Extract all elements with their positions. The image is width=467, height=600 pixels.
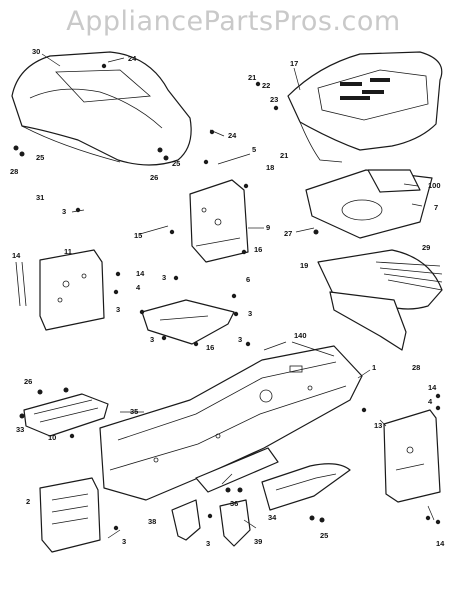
callout-26-left: 26 (24, 377, 32, 386)
lower-panel-part-2 (39, 477, 101, 553)
callout-34: 34 (268, 513, 277, 522)
callout-5-top: 5 (252, 145, 256, 154)
callout-3-lower: 3 (150, 335, 154, 344)
bracket-part-38 (171, 499, 251, 547)
callout-140: 140 (294, 331, 307, 340)
callout-1: 1 (372, 363, 376, 372)
side-panel-part-11 (15, 249, 105, 331)
callout-17: 17 (290, 59, 298, 68)
callout-27: 27 (284, 229, 292, 238)
callout-16-upper: 16 (254, 245, 262, 254)
step-plate-part-33 (23, 393, 109, 437)
callout-35-upper: 35 (130, 407, 138, 416)
callout-23: 23 (270, 95, 278, 104)
callout-11: 11 (64, 247, 72, 256)
callout-4-right: 4 (428, 397, 433, 406)
dash-panel-part-7 (305, 169, 433, 239)
watermark: AppliancePartsPros.com (66, 6, 401, 37)
callout-10: 10 (48, 433, 56, 442)
leader-lines (41, 53, 435, 539)
callout-4-mid: 4 (136, 283, 141, 292)
callout-21-mid: 21 (280, 151, 288, 160)
callout-25-left: 25 (36, 153, 44, 162)
grille-part-29 (317, 249, 443, 351)
rear-fender-part-30 (11, 51, 192, 166)
callout-9: 9 (266, 223, 270, 232)
callout-31: 31 (36, 193, 44, 202)
callout-24-right: 24 (228, 131, 237, 140)
side-panel-part-13 (383, 409, 441, 503)
callout-26-top: 26 (150, 173, 158, 182)
callout-21-top: 21 (248, 73, 256, 82)
callout-28-right: 28 (412, 363, 420, 372)
plate-part-5 (141, 299, 235, 345)
callout-29: 29 (422, 243, 430, 252)
callout-25-bottom: 25 (320, 531, 328, 540)
callout-3-left: 3 (116, 305, 120, 314)
callout-14-right: 14 (428, 383, 437, 392)
callout-15: 15 (134, 231, 142, 240)
callout-3-right: 3 (248, 309, 252, 318)
hardware-fasteners (13, 63, 441, 531)
callout-24-top: 24 (128, 54, 137, 63)
callout-19: 19 (300, 261, 308, 270)
callout-3-bottom-left: 3 (122, 537, 126, 546)
callout-14-mid: 14 (136, 269, 145, 278)
callout-16-lower: 16 (206, 343, 214, 352)
callout-3-upper: 3 (62, 207, 66, 216)
callout-36: 36 (230, 499, 238, 508)
footrest-part-34 (261, 463, 351, 511)
callout-28-top: 28 (10, 167, 18, 176)
callout-14-left: 14 (12, 251, 21, 260)
callout-13: 13 (374, 421, 382, 430)
main-frame-part-1 (99, 345, 363, 501)
callout-25-mid: 25 (172, 159, 180, 168)
callout-30: 30 (32, 47, 40, 56)
callout-22: 22 (262, 81, 270, 90)
callout-39: 39 (254, 537, 262, 546)
callout-3-frame: 3 (238, 335, 242, 344)
callout-3-mid: 3 (162, 273, 166, 282)
callout-3-bottom: 3 (206, 539, 210, 548)
callout-6: 6 (246, 275, 250, 284)
callout-14-bottom: 14 (436, 539, 445, 548)
callout-2: 2 (26, 497, 30, 506)
callout-33: 33 (16, 425, 24, 434)
callout-labels: 30 24 17 21 22 23 24 25 28 25 26 5 21 18… (10, 47, 445, 548)
panel-part-9 (189, 179, 249, 263)
callout-7: 7 (434, 203, 438, 212)
hood-part-17 (287, 51, 443, 163)
callout-18: 18 (266, 163, 274, 172)
callout-38: 38 (148, 517, 156, 526)
callout-100: 100 (428, 181, 441, 190)
